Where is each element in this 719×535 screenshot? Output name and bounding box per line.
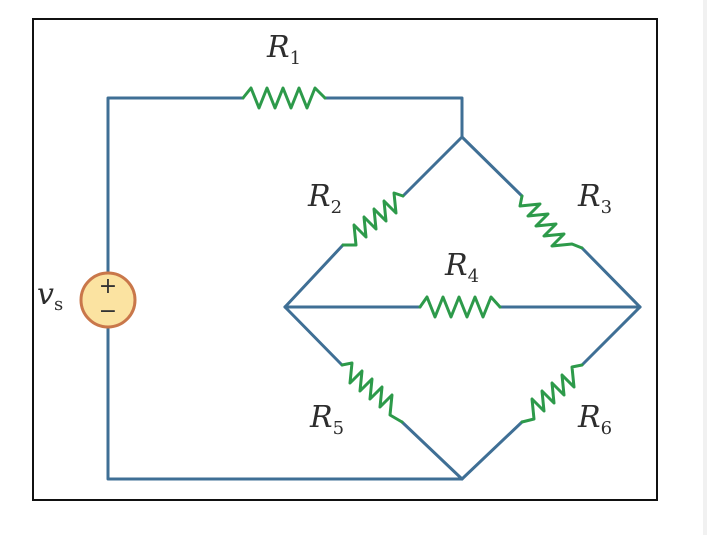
voltage-source-minus: − — [99, 299, 117, 324]
wire-bottom-left — [106, 325, 464, 481]
voltage-source-circle — [79, 271, 137, 329]
wire-top-to-r2 — [401, 135, 464, 198]
wire-right-to-r6 — [580, 305, 642, 367]
wire-r6-to-bottom — [460, 420, 524, 481]
label-r1: R1 — [266, 30, 301, 69]
wire-r2-to-left-node — [283, 243, 345, 309]
label-r2: R2 — [307, 179, 342, 218]
page-edge-rule — [703, 0, 707, 535]
voltage-source-plus: + — [99, 274, 117, 299]
label-r6: R6 — [577, 400, 612, 439]
wire-r5-to-bottom — [400, 420, 464, 481]
wire-top-to-r3 — [460, 135, 524, 198]
label-r5: R5 — [309, 400, 344, 439]
resistor-r2-zigzag — [341, 191, 405, 247]
wire-top-right — [323, 96, 464, 139]
wires — [106, 96, 642, 481]
voltage-source: + − — [79, 271, 137, 329]
label-r3: R3 — [577, 179, 612, 218]
label-r4: R4 — [444, 248, 479, 287]
label-vs: vs — [37, 277, 63, 315]
wire-left-to-r5 — [283, 305, 344, 367]
resistor-r1-zigzag — [241, 86, 327, 110]
resistor-symbols — [241, 86, 584, 424]
resistor-r4-zigzag — [418, 295, 502, 319]
wire-top-left — [106, 96, 245, 275]
component-labels: vs R1 R2 R3 R4 R5 R6 — [37, 30, 612, 439]
resistor-r5-zigzag — [340, 361, 404, 424]
resistor-r6-zigzag — [520, 363, 584, 424]
resistor-r3-zigzag — [518, 194, 584, 250]
wire-r3-to-right-node — [580, 246, 642, 309]
